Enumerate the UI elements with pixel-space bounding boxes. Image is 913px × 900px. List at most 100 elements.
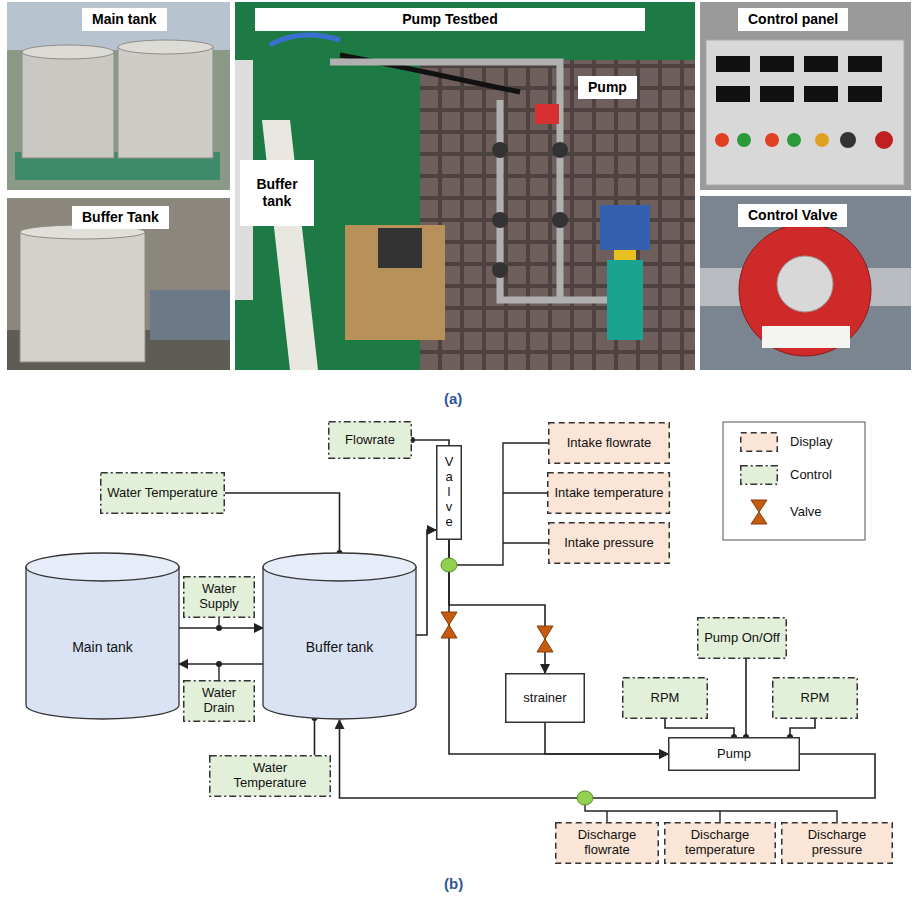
red-valve	[535, 104, 559, 124]
control-box: RPM	[772, 677, 858, 719]
pipe	[500, 100, 615, 300]
box-outline	[210, 756, 331, 797]
tank-body	[263, 567, 416, 719]
black-plate	[378, 228, 422, 268]
pipe-connector	[545, 723, 668, 754]
node-text: Pump On/Off	[704, 631, 780, 646]
node-text: Main tank	[72, 639, 133, 655]
tank-top	[263, 553, 416, 581]
junction-dot	[216, 625, 222, 631]
node-text: Flowrate	[345, 433, 395, 448]
valve-symbol	[537, 626, 553, 652]
legend-swatch	[740, 432, 778, 452]
pipe-valve	[492, 212, 508, 228]
pipe-connector	[412, 440, 449, 445]
display-box: Intake temperature	[547, 472, 670, 514]
tank-top	[26, 553, 179, 581]
node-text: Discharge temperature	[670, 828, 770, 858]
pipe-connector	[790, 719, 815, 737]
display-box: Discharge flowrate	[555, 822, 659, 864]
panel-display	[716, 86, 750, 102]
valve-actuator	[739, 224, 871, 356]
control-box: Water Supply	[183, 576, 255, 618]
white-pole	[262, 120, 318, 370]
box-outline	[329, 422, 412, 459]
photo-label: Control Valve	[738, 204, 847, 227]
node-text: RPM	[651, 691, 680, 706]
node-text: Buffer tank	[306, 639, 373, 655]
valve-symbol	[441, 612, 457, 638]
main-tank-photo	[7, 2, 230, 190]
pump-box: Pump	[668, 737, 800, 771]
panel-face	[706, 40, 904, 185]
pipe-valve	[552, 142, 568, 158]
pipe-connector	[340, 720, 876, 798]
panel-caption: (a)	[440, 390, 466, 408]
node-text: Intake pressure	[564, 536, 654, 551]
node-outline	[262, 552, 417, 720]
steel-tank	[22, 52, 114, 158]
valve-indicator	[777, 256, 833, 312]
leader-line	[606, 811, 607, 822]
pump-testbed-photo	[235, 2, 695, 370]
box-outline	[698, 618, 787, 659]
display-box: Discharge pressure	[781, 822, 893, 864]
box-outline	[556, 823, 659, 864]
buffer-tank-photo	[7, 198, 230, 370]
hose	[270, 35, 340, 45]
control-box: Flowrate	[328, 421, 412, 459]
connectors	[179, 440, 875, 798]
photo-ground	[7, 198, 230, 370]
steel-tank	[118, 47, 213, 158]
node-text: strainer	[523, 691, 566, 706]
box-outline	[548, 473, 670, 514]
node-text: Water Temperature	[107, 486, 218, 501]
photo-ground	[700, 2, 911, 190]
node-text: Intake flowrate	[567, 436, 652, 451]
sensor-point	[441, 558, 457, 572]
leader-line	[719, 811, 720, 822]
steel-tank	[20, 232, 145, 362]
leader-line	[503, 542, 548, 543]
emergency-stop	[875, 131, 893, 149]
panel-lamp	[765, 133, 779, 147]
grid-plate	[420, 60, 695, 370]
node-text: Water Drain	[189, 686, 249, 716]
photo-ground	[7, 2, 230, 190]
panel-display	[760, 56, 794, 72]
steel-tank-top	[118, 40, 213, 54]
box-outline	[665, 823, 776, 864]
panel-display	[760, 86, 794, 102]
control-valve-photo	[700, 196, 911, 370]
legend-swatch-fill	[741, 466, 778, 485]
node-text: Intake temperature	[554, 486, 663, 501]
box-outline	[184, 681, 255, 722]
node-text: Pump	[717, 747, 751, 762]
control-box: Water Temperature	[100, 472, 225, 514]
photo-ground	[700, 196, 911, 370]
legend-swatch	[740, 465, 778, 485]
box-outline	[773, 678, 858, 719]
tank-cylinder: Main tank	[25, 552, 180, 720]
panel-switch	[840, 132, 856, 148]
control-box: Water Temperature	[209, 755, 331, 797]
box-outline	[506, 674, 585, 723]
pipe-connector	[314, 718, 316, 755]
tank-cylinder: Buffer tank	[262, 552, 417, 720]
control-box: Pump On/Off	[697, 617, 787, 659]
box-outline	[101, 473, 225, 514]
node-text: RPM	[801, 691, 830, 706]
panel-lamp	[815, 133, 829, 147]
node-outline	[25, 552, 180, 720]
pipe-connector	[665, 719, 734, 737]
node-text: Water Temperature	[215, 761, 325, 791]
legend-swatch-fill	[741, 433, 778, 452]
pipe	[330, 62, 560, 300]
panel-display	[848, 86, 882, 102]
panel-caption: (b)	[440, 875, 467, 893]
box-outline	[184, 577, 255, 618]
pipe-valve	[492, 262, 508, 278]
photo-label: Buffer tank	[240, 160, 314, 226]
leader-line	[503, 492, 548, 493]
